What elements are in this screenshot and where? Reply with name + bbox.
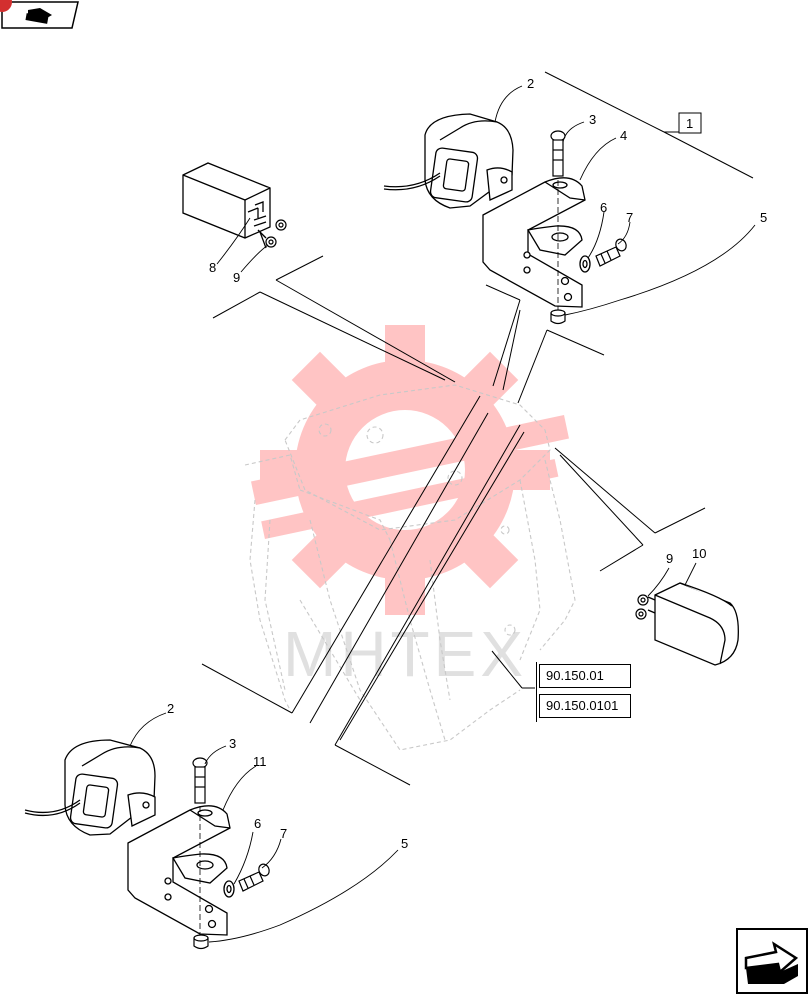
callout-3-top: 3 bbox=[589, 112, 596, 127]
watermark-logo bbox=[251, 325, 569, 615]
washer-bottom bbox=[223, 880, 235, 898]
work-light-bottom bbox=[24, 739, 156, 836]
prev-page-arrow-icon[interactable] bbox=[0, 0, 80, 30]
reference-link-90-150-01[interactable]: 90.150.01 bbox=[539, 664, 631, 688]
callout-7-bottom: 7 bbox=[280, 826, 287, 841]
nut-bottom bbox=[193, 934, 209, 950]
callout-1: 1 bbox=[686, 116, 693, 131]
callout-7-top: 7 bbox=[626, 210, 633, 225]
washer-top bbox=[579, 255, 591, 273]
work-light-top bbox=[383, 113, 514, 209]
nut-9-right bbox=[635, 594, 649, 620]
callout-10: 10 bbox=[692, 546, 706, 561]
next-page-arrow-icon[interactable] bbox=[736, 928, 808, 994]
callout-4: 4 bbox=[620, 128, 627, 143]
callout-2-top: 2 bbox=[527, 76, 534, 91]
screw-top bbox=[595, 238, 627, 267]
reference-bar bbox=[536, 662, 537, 722]
bracket-bottom bbox=[127, 805, 231, 936]
callout-leaders bbox=[129, 85, 756, 943]
callout-9-left: 9 bbox=[233, 270, 240, 285]
lamp-10 bbox=[647, 582, 739, 666]
callout-5-bottom: 5 bbox=[401, 836, 408, 851]
callout-2-bottom: 2 bbox=[167, 701, 174, 716]
nut-top bbox=[550, 309, 566, 325]
callout-11: 11 bbox=[253, 754, 267, 769]
nut-9-left bbox=[265, 219, 287, 248]
bolt-top bbox=[550, 130, 566, 177]
callout-9-right: 9 bbox=[666, 551, 673, 566]
reference-link-90-150-0101[interactable]: 90.150.0101 bbox=[539, 694, 631, 718]
leader-lines bbox=[201, 71, 754, 786]
screw-bottom bbox=[238, 863, 270, 892]
callout-1-box bbox=[678, 112, 702, 134]
callout-6-top: 6 bbox=[600, 200, 607, 215]
cab-outline bbox=[244, 384, 576, 751]
callout-3-bottom: 3 bbox=[229, 736, 236, 751]
relay-8 bbox=[182, 162, 271, 249]
callout-5-top: 5 bbox=[760, 210, 767, 225]
callout-6-bottom: 6 bbox=[254, 816, 261, 831]
callout-8: 8 bbox=[209, 260, 216, 275]
bracket-top bbox=[482, 177, 586, 308]
watermark-text: MHTEX bbox=[283, 618, 527, 690]
bolt-bottom bbox=[192, 757, 208, 804]
